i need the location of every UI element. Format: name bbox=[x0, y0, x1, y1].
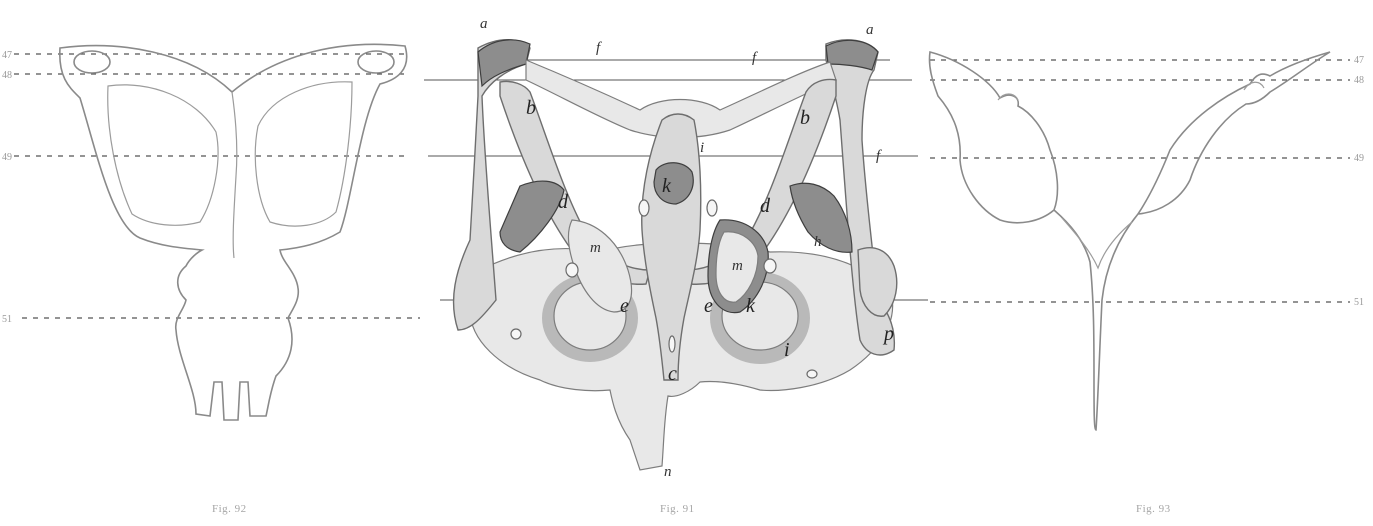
fig93-outline bbox=[929, 52, 1057, 223]
fig91-left-crest bbox=[478, 40, 530, 86]
fig91-foramen-2 bbox=[707, 200, 717, 216]
label-f-mid: f bbox=[752, 50, 758, 66]
fig93-inner-fork bbox=[1062, 218, 1132, 268]
fig91-foramen-7 bbox=[807, 370, 817, 378]
label-d-left: d bbox=[558, 191, 569, 213]
label-i-top: i bbox=[700, 140, 704, 156]
label-m-right: m bbox=[732, 258, 743, 274]
figure-91: a a f f f b b i d d k h m m e e k p i c … bbox=[424, 16, 928, 515]
fig91-foramen-5 bbox=[669, 336, 675, 352]
fig91-caption: Fig. 91 bbox=[660, 503, 695, 515]
level-number-47-left: 47 bbox=[2, 50, 12, 61]
fig93-trunk bbox=[1054, 52, 1330, 430]
fig93-right-notch bbox=[1244, 82, 1264, 90]
label-e-right: e bbox=[704, 295, 713, 317]
fig92-right-cavity bbox=[255, 82, 352, 226]
level-number-51-left: 51 bbox=[2, 314, 12, 325]
label-p: p bbox=[882, 323, 894, 345]
fig91-foramen-6 bbox=[511, 329, 521, 339]
level-number-51-right: 51 bbox=[1354, 297, 1364, 308]
label-d-right: d bbox=[760, 195, 771, 217]
fig92-caption: Fig. 92 bbox=[212, 503, 247, 515]
figure-92: 47 48 49 51 Fig. 92 bbox=[2, 44, 420, 515]
fig91-foramen-1 bbox=[639, 200, 649, 216]
fig93-caption: Fig. 93 bbox=[1136, 503, 1171, 515]
label-e-left: e bbox=[620, 295, 629, 317]
fig92-right-foramen bbox=[358, 51, 394, 73]
label-a-left: a bbox=[480, 16, 488, 32]
label-k-bottom: k bbox=[746, 295, 756, 317]
level-number-48-left: 48 bbox=[2, 70, 12, 81]
label-f-left: f bbox=[596, 40, 602, 56]
level-number-48-right: 48 bbox=[1354, 75, 1364, 86]
fig91-foramen-3 bbox=[566, 263, 578, 277]
label-i-bottom: i bbox=[784, 339, 790, 361]
label-a-right: a bbox=[866, 22, 874, 38]
label-b-right: b bbox=[800, 107, 810, 129]
label-c: c bbox=[668, 363, 677, 385]
level-number-49-left: 49 bbox=[2, 152, 12, 163]
fig92-central-process bbox=[232, 92, 237, 258]
label-b-left: b bbox=[526, 97, 536, 119]
label-k-top: k bbox=[662, 175, 672, 197]
level-number-49-right: 49 bbox=[1354, 153, 1364, 164]
level-number-47-right: 47 bbox=[1354, 55, 1364, 66]
figure-93: 47 48 49 51 Fig. 93 bbox=[929, 52, 1364, 515]
label-m-left: m bbox=[590, 240, 601, 256]
fig91-spine-knob-k bbox=[654, 163, 693, 204]
label-n: n bbox=[664, 464, 672, 480]
label-h: h bbox=[814, 234, 822, 250]
fig92-left-cavity bbox=[108, 85, 218, 225]
fig91-foramen-4 bbox=[764, 259, 776, 273]
